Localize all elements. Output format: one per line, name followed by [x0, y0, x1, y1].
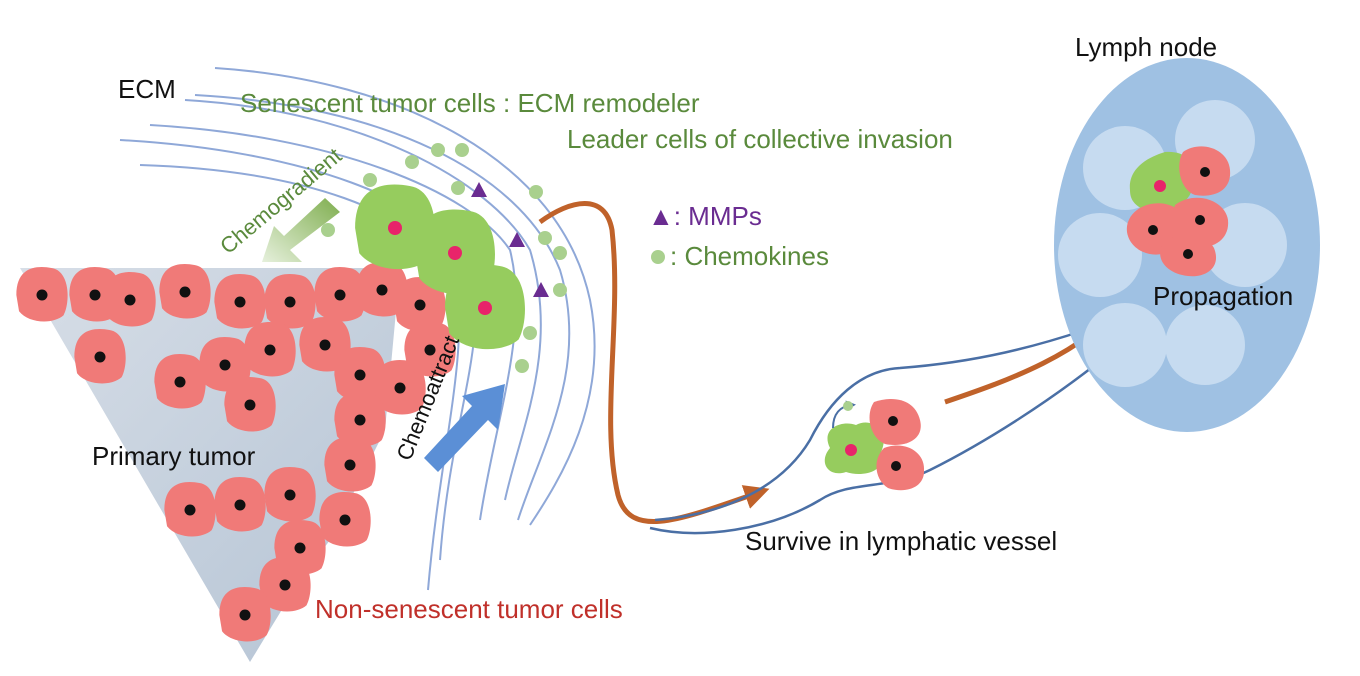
lymph-node	[1054, 58, 1320, 432]
chemokines-legend: : Chemokines	[670, 241, 829, 271]
mmp-markers	[471, 182, 549, 297]
tumor-nucleus	[179, 286, 191, 298]
tumor-nucleus	[219, 359, 231, 371]
tumor-nucleus	[319, 339, 331, 351]
tumor-nucleus	[294, 542, 306, 554]
chemokine-dot	[321, 223, 335, 237]
senescent-nucleus	[388, 221, 402, 235]
senescent-nucleus	[448, 246, 462, 260]
tumor-nucleus	[376, 284, 388, 296]
chemokine-dot	[538, 231, 552, 245]
tumor-nucleus	[339, 514, 351, 526]
chemokine-dot	[553, 246, 567, 260]
mmp-triangle	[471, 182, 487, 197]
tumor-nucleus	[354, 414, 366, 426]
tumor-nucleus	[184, 504, 196, 516]
chemokine-dot	[405, 155, 419, 169]
tumor-nucleus	[344, 459, 356, 471]
chemoattract-arrow	[424, 384, 505, 472]
tumor-nucleus	[264, 344, 276, 356]
chemokine-dot	[363, 173, 377, 187]
tumor-nucleus	[394, 382, 406, 394]
chemokine-dot	[431, 143, 445, 157]
tumor-nucleus	[354, 369, 366, 381]
chemokine-dot	[553, 283, 567, 297]
chemokine-dot	[523, 326, 537, 340]
lymphatic-vessel	[649, 328, 1096, 535]
chemokine-dots	[321, 143, 567, 373]
invasion-route-arrow	[538, 201, 770, 525]
ecm-label: ECM	[118, 74, 176, 104]
tumor-cells	[16, 262, 456, 642]
chemokine-dot	[451, 181, 465, 195]
senescent-label-2: Leader cells of collective invasion	[567, 124, 953, 154]
tumor-nucleus	[414, 299, 426, 311]
tumor-nucleus	[234, 296, 246, 308]
senescent-nucleus	[478, 301, 492, 315]
lymph-node-label: Lymph node	[1075, 32, 1217, 62]
tumor-nucleus	[234, 499, 246, 511]
chemogradient-arrow	[262, 198, 340, 262]
vessel-cells	[824, 399, 925, 491]
tumor-nucleus	[94, 351, 106, 363]
mmp-triangle	[509, 232, 525, 247]
mmp-triangle	[533, 282, 549, 297]
tumor-nucleus	[334, 289, 346, 301]
tumor-nucleus	[239, 609, 251, 621]
tumor-nucleus	[124, 294, 136, 306]
tumor-nucleus	[284, 296, 296, 308]
chemokine-legend-dot	[651, 250, 665, 264]
senescent-label-1: Senescent tumor cells : ECM remodeler	[240, 88, 700, 118]
primary-tumor-label: Primary tumor	[92, 441, 256, 471]
propagation-label: Propagation	[1153, 281, 1293, 311]
mmps-legend: ▲: MMPs	[648, 201, 762, 231]
tumor-nucleus	[89, 289, 101, 301]
tumor-nucleus	[279, 579, 291, 591]
tumor-nucleus	[244, 399, 256, 411]
tumor-nucleus	[174, 376, 186, 388]
tumor-nucleus	[284, 489, 296, 501]
tumor-nucleus	[36, 289, 48, 301]
chemokine-dot	[515, 359, 529, 373]
tumor-nucleus	[424, 344, 436, 356]
chemokine-dot	[455, 143, 469, 157]
chemokine-dot	[529, 185, 543, 199]
non-senescent-label: Non-senescent tumor cells	[315, 594, 623, 624]
survive-label: Survive in lymphatic vessel	[745, 526, 1057, 556]
senescent-cells	[355, 184, 525, 350]
